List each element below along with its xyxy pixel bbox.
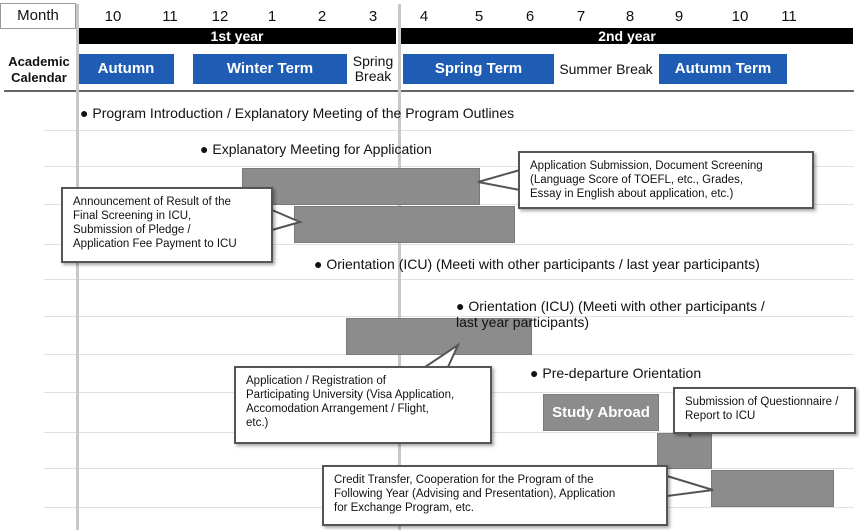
academic-calendar-label: Academic Calendar: [8, 54, 70, 85]
bar-credit-transfer: [711, 470, 834, 507]
event-explanatory-meeting: ● Explanatory Meeting for Application: [200, 141, 432, 157]
callout-registration: Application / Registration of Participat…: [234, 366, 492, 444]
month-label: 3: [368, 8, 378, 25]
month-label: 10: [731, 8, 749, 25]
month-label: 9: [674, 8, 684, 25]
callout-application-submission-text: Application Submission, Document Screeni…: [530, 160, 763, 200]
callout-final-screening: Announcement of Result of the Final Scre…: [61, 187, 273, 263]
bar-registration: [346, 318, 532, 355]
month-label: 12: [211, 8, 229, 25]
month-label: 2: [317, 8, 327, 25]
winter-term: Winter Term: [193, 54, 347, 84]
event-program-intro-text: Program Introduction / Explanatory Meeti…: [92, 105, 515, 121]
event-orientation-1: ● Orientation (ICU) (Meeti with other pa…: [314, 256, 760, 272]
month-label: 11: [781, 8, 797, 25]
bar-final-screening: [294, 206, 515, 243]
callout-registration-text: Application / Registration of Participat…: [246, 375, 455, 429]
month-label: 11: [162, 8, 178, 25]
callout-final-screening-text: Announcement of Result of the Final Scre…: [73, 196, 237, 250]
header-divider: [4, 90, 854, 92]
event-program-intro: ● Program Introduction / Explanatory Mee…: [80, 105, 514, 121]
month-label: 5: [474, 8, 484, 25]
spring-break: Spring Break: [352, 53, 394, 84]
year-boundary-line: [398, 4, 401, 530]
callout-questionnaire-text: Submission of Questionnaire / Report to …: [685, 396, 839, 422]
event-orientation-2-text: Orientation (ICU) (Meeti with other part…: [456, 298, 765, 330]
callout-credit-transfer: Credit Transfer, Cooperation for the Pro…: [322, 465, 668, 526]
autumn-term-1: Autumn Term: [78, 54, 174, 107]
month-header-cell: Month: [0, 3, 76, 29]
bullet-icon: ●: [530, 365, 543, 381]
event-orientation-1-text: Orientation (ICU) (Meeti with other part…: [326, 256, 760, 272]
callout-application-submission: Application Submission, Document Screeni…: [518, 151, 814, 209]
event-pre-departure: ● Pre-departure Orientation: [530, 365, 701, 381]
timeline-start-line: [76, 4, 79, 530]
year-bar-1: 1st year: [78, 28, 396, 44]
bullet-icon: ●: [314, 256, 327, 272]
month-label: 4: [419, 8, 429, 25]
spring-term: Spring Term: [403, 54, 554, 84]
callout-credit-transfer-text: Credit Transfer, Cooperation for the Pro…: [334, 474, 616, 514]
month-label: 1: [267, 8, 277, 25]
bullet-icon: ●: [456, 298, 469, 314]
bar-application-submission: [242, 168, 480, 205]
bar-questionnaire: [657, 433, 712, 469]
year-bar-2: 2nd year: [401, 28, 853, 44]
month-label: 10: [104, 8, 122, 25]
bar-study-abroad: Study Abroad: [543, 394, 659, 431]
bullet-icon: ●: [80, 105, 93, 121]
summer-break: Summer Break: [559, 61, 653, 77]
month-label: 6: [525, 8, 535, 25]
callout-questionnaire: Submission of Questionnaire / Report to …: [673, 387, 856, 434]
event-explanatory-meeting-text: Explanatory Meeting for Application: [212, 141, 432, 157]
month-label: 8: [625, 8, 635, 25]
event-pre-departure-text: Pre-departure Orientation: [542, 365, 702, 381]
bullet-icon: ●: [200, 141, 213, 157]
event-orientation-2: ● Orientation (ICU) (Meeti with other pa…: [456, 282, 765, 330]
autumn-term-2: Autumn Term: [659, 54, 787, 84]
month-label: 7: [576, 8, 586, 25]
